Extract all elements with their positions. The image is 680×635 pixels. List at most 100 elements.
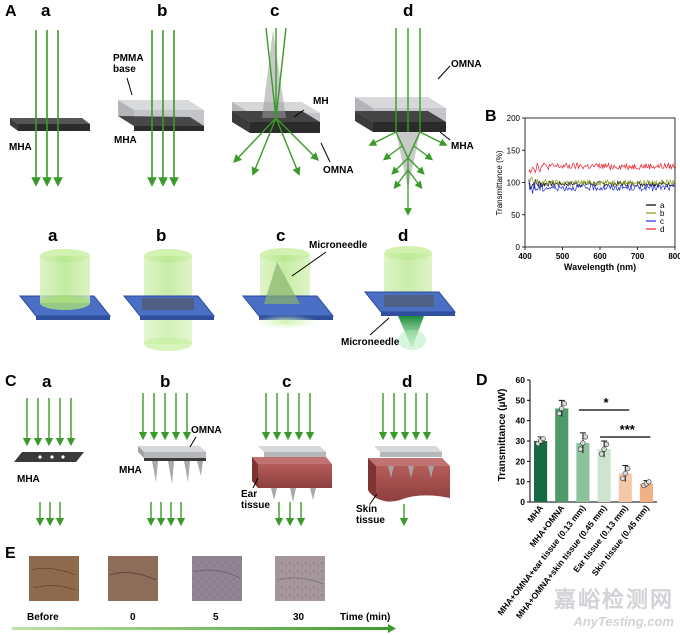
sublabel-C-a: a [42, 372, 52, 391]
ytick-label-D-5: 50 [516, 395, 526, 405]
sublabel-A-c: c [270, 1, 279, 20]
time-arrow [12, 624, 396, 633]
xtick-label-B-0: 400 [518, 252, 532, 261]
glow-A2-d: Microneedle [341, 246, 457, 350]
photo-5 [192, 556, 242, 601]
label-skin: Skin [356, 504, 377, 515]
xlabel-B: Wavelength (nm) [564, 262, 636, 272]
panel-label-A: A [5, 3, 17, 20]
schematic-A-a: MHA [9, 30, 90, 187]
label-omna-Ac: OMNA [323, 165, 354, 176]
series-line-b [528, 176, 676, 187]
schematic-C-c: Ear tissue [241, 393, 332, 527]
bar-2 [576, 443, 590, 502]
ytick-label-D-3: 30 [516, 436, 526, 446]
xtick-label-B-4: 800 [668, 252, 680, 261]
bar-0 [534, 441, 548, 502]
label-mha-Aa: MHA [9, 142, 32, 153]
glow-A2-b [122, 249, 216, 351]
schematic-A-b: PMMA base MHA [113, 30, 204, 187]
axes-D: 0 10 20 30 40 50 60 [516, 375, 657, 507]
datapoint-1-2 [561, 400, 567, 407]
sublabel-C-b: b [160, 372, 170, 391]
time-label-30: 30 [293, 612, 305, 623]
xtick-label-B-1: 500 [556, 252, 570, 261]
schematic-C-d: Skin tissue [356, 393, 450, 527]
label-omna-Cb: OMNA [191, 425, 222, 436]
datapoint-2-2 [582, 434, 589, 440]
sublabel-A-a: a [41, 1, 51, 20]
datapoint-3-2 [603, 441, 610, 447]
sublabel-C-d: d [402, 372, 412, 391]
photo-before [29, 556, 79, 601]
datapoint-2-1 [580, 440, 586, 446]
label-omna-Ad: OMNA [451, 59, 482, 70]
ytick-label-D-6: 60 [516, 375, 526, 385]
datapoint-1-0 [556, 410, 562, 416]
legend-label-a: a [660, 201, 665, 210]
glow-A2-c: Microneedle [241, 240, 368, 329]
series-line-d [528, 161, 676, 175]
datapoint-4-0 [620, 475, 626, 482]
significance-D: **** [578, 395, 651, 438]
bar-5 [639, 483, 653, 502]
label-mh: MH [313, 96, 329, 107]
ylabel-D: Transmittance (μW) [497, 389, 508, 482]
sublabel-A2-b: b [156, 226, 166, 245]
label-microneedle-c: Microneedle [309, 240, 368, 251]
time-axis-label: Time (min) [340, 612, 390, 623]
xtick-label-B-3: 700 [631, 252, 645, 261]
ytick-label-D-0: 0 [520, 497, 525, 507]
legend-label-d: d [660, 225, 664, 234]
label-base: base [113, 64, 136, 75]
ylabel-B: Transmittance (%) [495, 150, 504, 215]
ytick-label-B-1: 50 [511, 211, 520, 220]
schematic-A-c: MH OMNA [232, 27, 354, 176]
legend-label-b: b [660, 209, 665, 218]
panel-label-B: B [485, 108, 497, 125]
time-label-0: 0 [130, 612, 136, 623]
label-mha-Ab: MHA [114, 135, 137, 146]
label-mha-Ca: MHA [17, 474, 40, 485]
label-mha-Cb: MHA [119, 465, 142, 476]
schematic-C-b: OMNA MHA [119, 393, 222, 527]
sublabel-A-d: d [403, 1, 413, 20]
label-microneedle-d: Microneedle [341, 337, 400, 348]
glow-A2-a [18, 249, 112, 320]
panel-label-E: E [5, 545, 16, 562]
datapoint-3-1 [601, 446, 607, 452]
watermark: 嘉峪检测网 AnyTesting.com [553, 588, 674, 629]
label-mha-Ad: MHA [451, 141, 474, 152]
time-label-5: 5 [213, 612, 219, 623]
legend-label-c: c [660, 217, 664, 226]
ytick-label-D-2: 20 [516, 456, 526, 466]
datapoint-0-2 [540, 435, 546, 442]
datapoint-4-2 [625, 466, 631, 472]
sig-label-1: *** [620, 422, 636, 437]
sublabel-C-c: c [282, 372, 291, 391]
label-ear-tissue: tissue [241, 500, 270, 511]
time-label-before: Before [27, 612, 59, 623]
ytick-label-D-1: 10 [516, 477, 526, 487]
bar-3 [597, 449, 611, 502]
ytick-label-B-0: 0 [516, 243, 521, 252]
datapoint-1-1 [559, 405, 565, 412]
ytick-label-B-4: 200 [507, 114, 521, 123]
sublabel-A-b: b [157, 1, 167, 20]
ytick-label-D-4: 40 [516, 416, 526, 426]
sublabel-A2-d: d [398, 226, 408, 245]
datapoint-5-2 [646, 479, 652, 485]
datapoint-4-1 [622, 470, 628, 477]
sublabel-A2-c: c [276, 226, 285, 245]
panel-label-C: C [5, 373, 17, 390]
schematic-A-d: OMNA MHA [355, 28, 482, 216]
sublabel-A2-a: a [48, 226, 58, 245]
datapoint-2-0 [577, 446, 584, 452]
label-skin-tissue: tissue [356, 515, 385, 526]
label-ear: Ear [241, 489, 257, 500]
panel-label-D: D [476, 372, 488, 389]
